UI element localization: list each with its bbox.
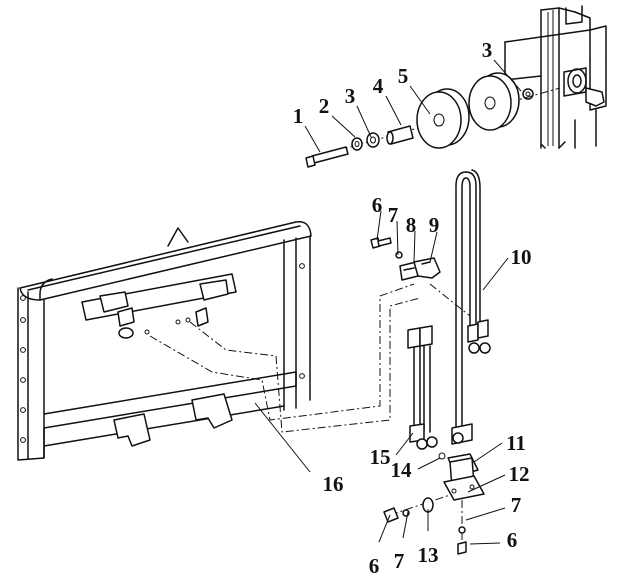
- pulley-assembly: [305, 72, 561, 168]
- carriage-frame: [17, 221, 312, 461]
- leader-line-c2: [331, 115, 356, 138]
- callout-c1: 1: [293, 104, 304, 128]
- callout-c14: 14: [391, 458, 413, 482]
- callout-c10: 10: [511, 245, 532, 269]
- leader-line-c7c: [402, 511, 409, 539]
- leader-line-c9: [429, 231, 438, 263]
- callout-c9: 9: [429, 213, 440, 237]
- callout-c8: 8: [406, 213, 417, 237]
- leader-line-c8: [413, 230, 416, 263]
- leader-line-c1: [304, 125, 321, 153]
- leader-line-c11: [473, 442, 503, 463]
- callout-c3a: 3: [345, 84, 356, 108]
- callout-c6c: 6: [369, 554, 380, 578]
- callout-c4: 4: [373, 74, 384, 98]
- callout-c11: 11: [506, 431, 526, 455]
- leader-line-c7a: [396, 220, 399, 256]
- callout-c7c: 7: [394, 549, 405, 573]
- routing-lines: [149, 283, 471, 433]
- mast-upright: [504, 5, 607, 149]
- leader-line-c6c: [378, 514, 391, 543]
- leader-line-c14: [417, 457, 441, 470]
- callout-c5: 5: [398, 64, 409, 88]
- callout-c13: 13: [418, 543, 439, 567]
- leader-line-c15: [395, 432, 414, 456]
- hose-10: [455, 169, 491, 431]
- callout-c2: 2: [319, 94, 330, 118]
- leader-line-c6b: [469, 542, 501, 545]
- leader-line-c10: [482, 257, 509, 291]
- leader-line-c4: [385, 95, 402, 126]
- callout-c16: 16: [323, 472, 344, 496]
- leader-line-c16: [254, 402, 311, 473]
- callout-c15: 15: [370, 445, 391, 469]
- callout-c7a: 7: [388, 203, 399, 227]
- leader-line-c7b: [465, 507, 506, 521]
- hose-15: [407, 325, 446, 460]
- leader-line-c5: [409, 85, 431, 115]
- valve-block-assembly: [383, 423, 485, 555]
- leader-line-c3b: [493, 59, 522, 92]
- callout-c3b: 3: [482, 38, 493, 62]
- callout-c6b: 6: [507, 528, 518, 552]
- leader-line-c12: [467, 474, 506, 493]
- hose-clamp-assembly: [370, 237, 441, 281]
- callout-c12: 12: [509, 462, 530, 486]
- callout-c6a: 6: [372, 193, 383, 217]
- callout-c7b: 7: [511, 493, 522, 517]
- leader-line-c6a: [376, 210, 382, 241]
- leader-line-c3a: [356, 105, 372, 138]
